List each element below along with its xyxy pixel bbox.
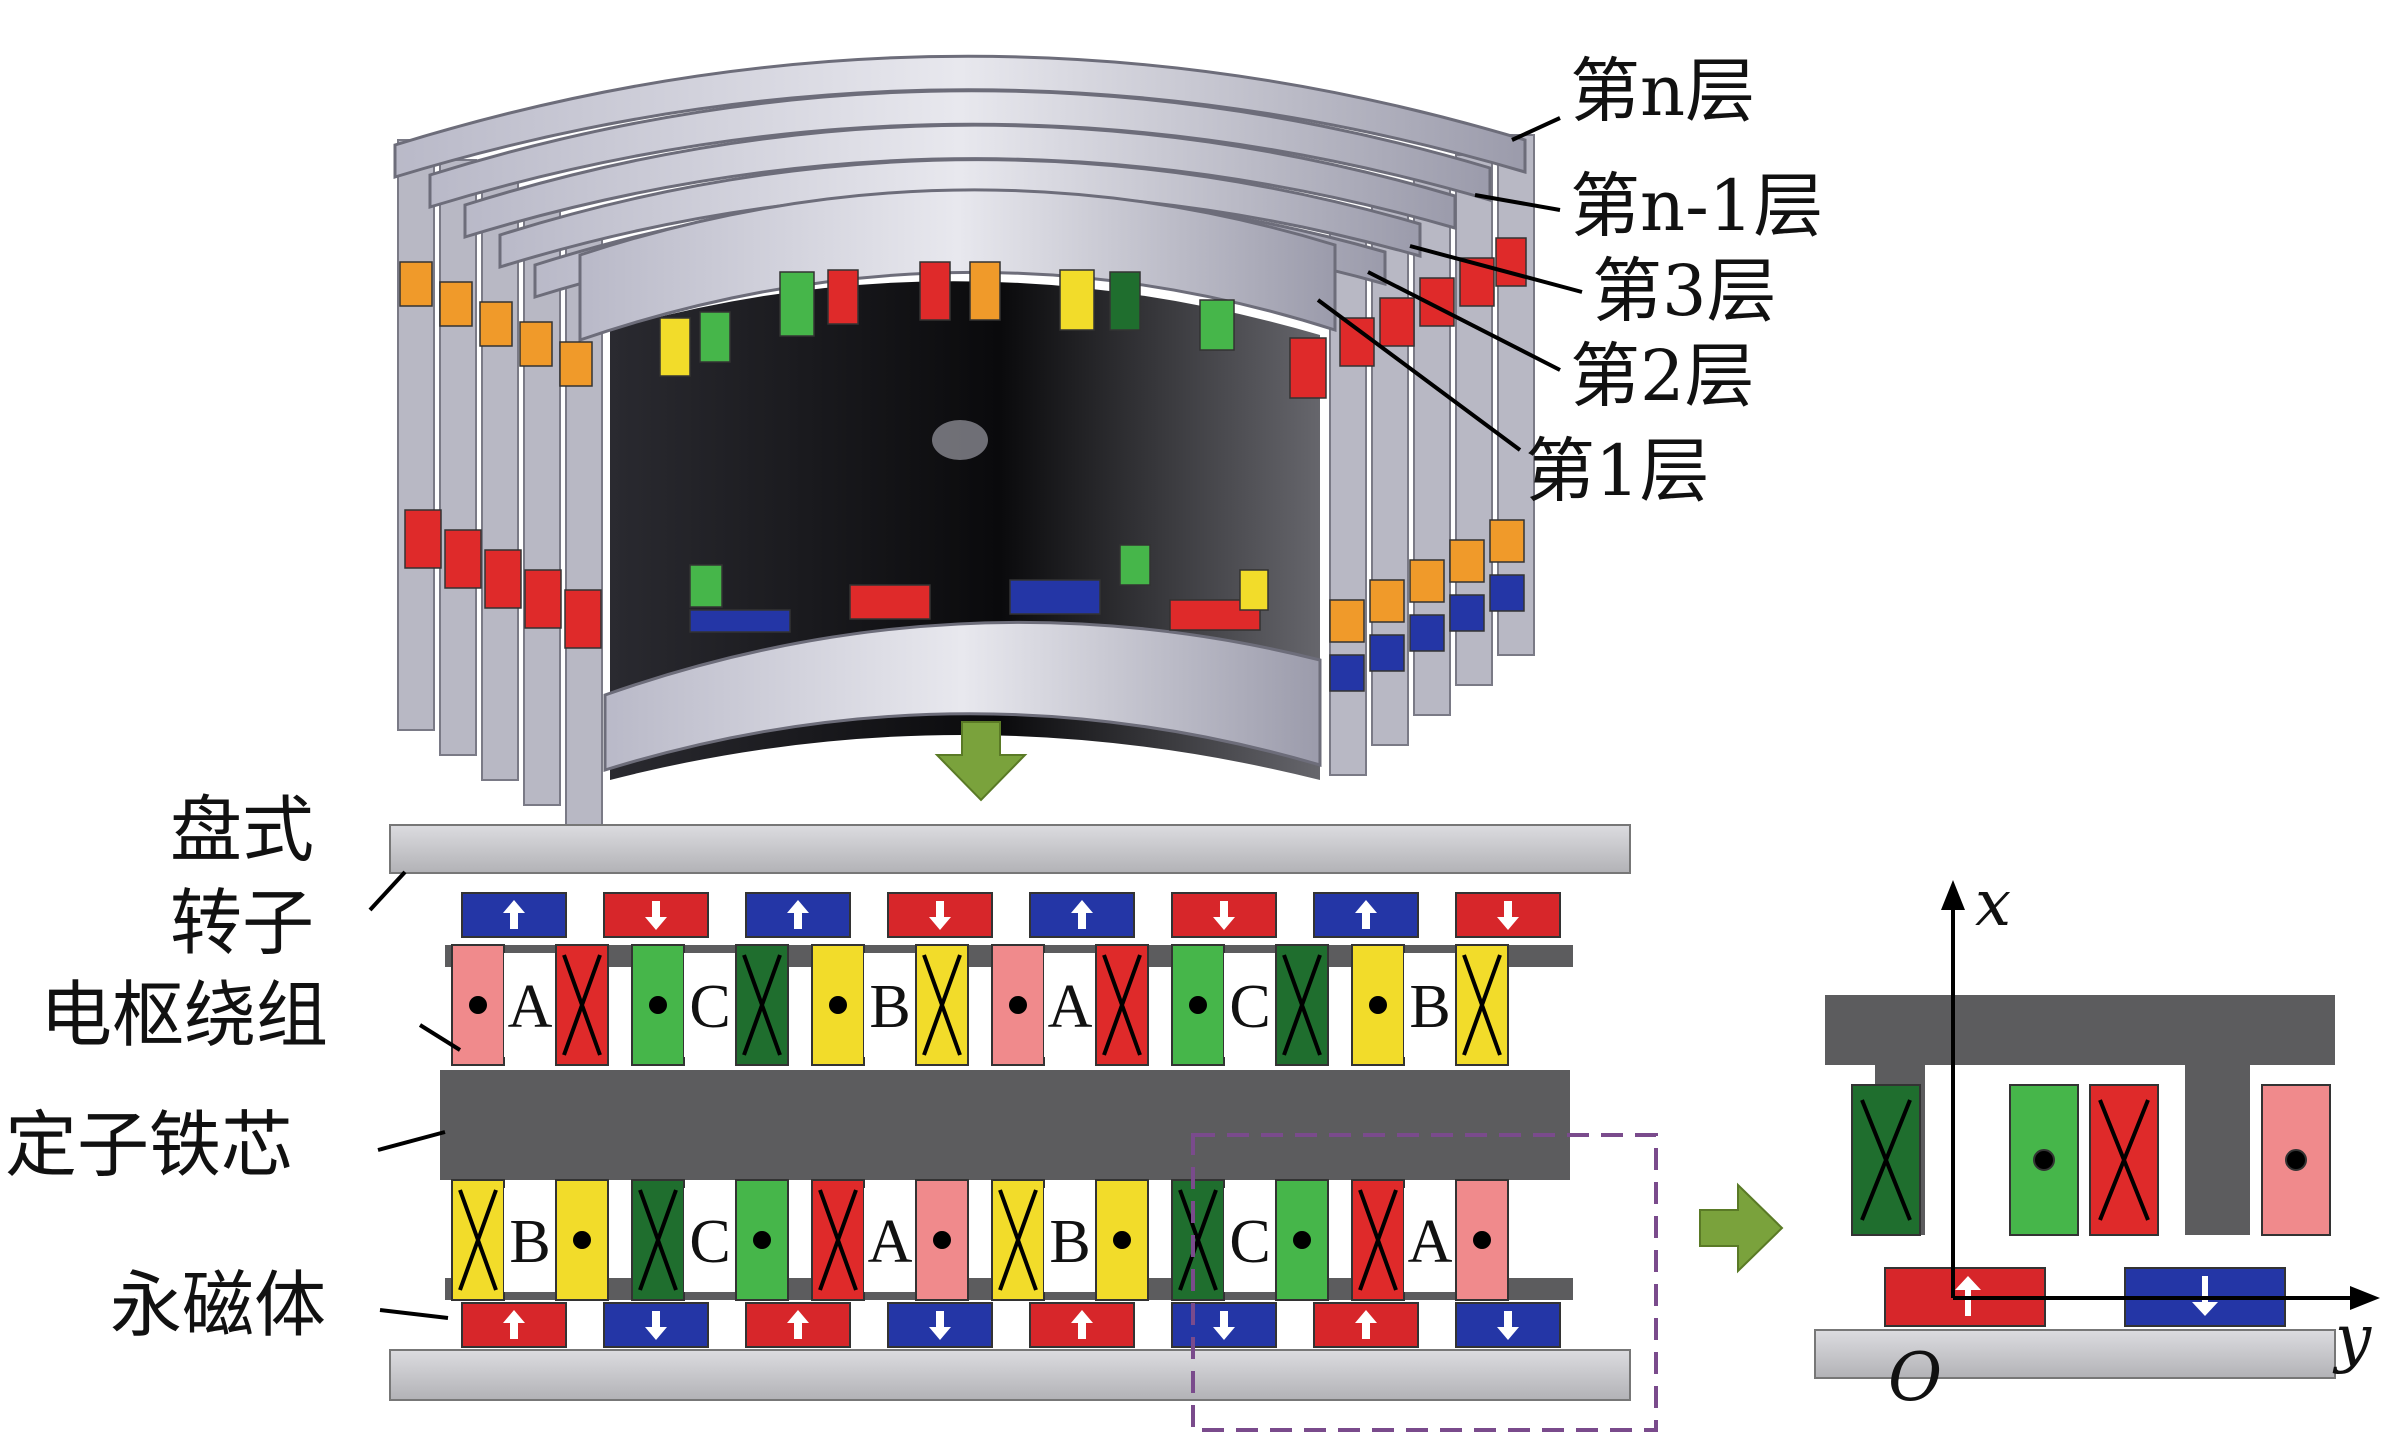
layer-n-label: 第n层 bbox=[1570, 50, 1755, 132]
layer-n-minus-1-label: 第n-1层 bbox=[1570, 165, 1823, 247]
top-coil-blocks bbox=[399, 237, 1527, 399]
coil-upperCoils-0: A bbox=[451, 944, 556, 1066]
upper-magnets bbox=[461, 892, 1561, 938]
coil-lowerCoils-2: C bbox=[631, 1179, 736, 1301]
layer-leaders bbox=[1316, 116, 1583, 452]
coil-letter: C bbox=[1229, 973, 1270, 1041]
coil-lowerCoils-6: B bbox=[991, 1179, 1096, 1301]
down-arrow bbox=[934, 721, 1028, 802]
rotor-plate-top bbox=[389, 824, 1631, 874]
coil-upperCoils-4: B bbox=[811, 944, 916, 1066]
coil-upperCoils-10: B bbox=[1351, 944, 1456, 1066]
coil-lowerCoils-10: A bbox=[1351, 1179, 1456, 1301]
y-axis-label: y bbox=[2332, 1302, 2372, 1376]
rotor-plate-bottom bbox=[389, 1349, 1631, 1401]
shaft-mark bbox=[932, 420, 988, 460]
detail-selection-box bbox=[1191, 1133, 1658, 1432]
magnet-lowerMagnets-5 bbox=[1171, 1302, 1277, 1348]
coil-letter: B bbox=[869, 973, 910, 1041]
detail-axes bbox=[1951, 905, 2355, 1300]
stator-core-bar bbox=[440, 1070, 1570, 1180]
coil-upperCoils-7 bbox=[1095, 944, 1149, 1066]
magnet-label: 永磁体 bbox=[110, 1263, 326, 1347]
x-axis-arrowhead bbox=[1941, 880, 1965, 910]
layer-2-label: 第2层 bbox=[1570, 335, 1755, 417]
detail-rotor-plate bbox=[1814, 1329, 2336, 1379]
arc-layers bbox=[393, 54, 1527, 343]
coil-lowerCoils-0: B bbox=[451, 1179, 556, 1301]
rotor-label-line1: 盘式 bbox=[170, 788, 314, 872]
bottom-arc-plate bbox=[603, 620, 1322, 773]
right-arrow bbox=[1699, 1182, 1784, 1274]
coil-lowerCoils-3 bbox=[735, 1179, 789, 1301]
coil-letter: A bbox=[508, 973, 553, 1041]
linear-section-view: A C B A C B B C A B C A 盘式 转子 电枢绕组 定子铁芯 永磁体 bbox=[5, 788, 1658, 1432]
cutaway-3d-view: 第n层 第n-1层 第3层 第2层 第1层 bbox=[393, 50, 1823, 831]
coil-lowerCoils-7 bbox=[1095, 1179, 1149, 1301]
bottom-coil-blocks bbox=[404, 509, 1525, 692]
magnet-upperMagnets-2 bbox=[745, 892, 851, 938]
detail-coil-dark-green bbox=[1851, 1084, 1921, 1236]
detail-view: x y O bbox=[1814, 867, 2380, 1416]
coil-upperCoils-2: C bbox=[631, 944, 736, 1066]
coil-upperCoils-1 bbox=[555, 944, 609, 1066]
coil-letter: A bbox=[1408, 1208, 1453, 1276]
magnet-lowerMagnets-0 bbox=[461, 1302, 567, 1348]
magnet-lowerMagnets-4 bbox=[1029, 1302, 1135, 1348]
section-leaders bbox=[368, 870, 462, 1320]
magnet-lowerMagnets-2 bbox=[745, 1302, 851, 1348]
magnet-lowerMagnets-7 bbox=[1455, 1302, 1561, 1348]
coil-letter: B bbox=[1049, 1208, 1090, 1276]
magnet-upperMagnets-3 bbox=[887, 892, 993, 938]
magnet-lowerMagnets-6 bbox=[1313, 1302, 1419, 1348]
y-axis-arrowhead bbox=[2350, 1286, 2380, 1310]
magnet-upperMagnets-0 bbox=[461, 892, 567, 938]
coil-letter: C bbox=[689, 973, 730, 1041]
coil-lowerCoils-4: A bbox=[811, 1179, 916, 1301]
coil-letter: B bbox=[1409, 973, 1450, 1041]
coil-letter: A bbox=[868, 1208, 913, 1276]
coil-upperCoils-5 bbox=[915, 944, 969, 1066]
stator-core-label: 定子铁芯 bbox=[5, 1103, 293, 1187]
layer-3-label: 第3层 bbox=[1592, 250, 1777, 332]
coil-letter: C bbox=[1229, 1208, 1270, 1276]
lower-magnets bbox=[461, 1302, 1561, 1348]
coil-letter: C bbox=[689, 1208, 730, 1276]
magnet-upperMagnets-6 bbox=[1313, 892, 1419, 938]
coil-upperCoils-11 bbox=[1455, 944, 1509, 1066]
magnet-upperMagnets-1 bbox=[603, 892, 709, 938]
coil-upperCoils-3 bbox=[735, 944, 789, 1066]
winding-label: 电枢绕组 bbox=[40, 973, 328, 1057]
origin-label: O bbox=[1888, 1339, 1942, 1416]
coil-upperCoils-9 bbox=[1275, 944, 1329, 1066]
coil-upperCoils-6: A bbox=[991, 944, 1096, 1066]
magnet-lowerMagnets-3 bbox=[887, 1302, 993, 1348]
x-axis-label: x bbox=[1975, 867, 2011, 941]
magnet-upperMagnets-5 bbox=[1171, 892, 1277, 938]
coil-letter: B bbox=[509, 1208, 550, 1276]
magnet-upperMagnets-7 bbox=[1455, 892, 1561, 938]
layer-1-label: 第1层 bbox=[1525, 430, 1710, 512]
coil-letter: A bbox=[1048, 973, 1093, 1041]
rotor-label-line2: 转子 bbox=[170, 881, 314, 965]
coil-lowerCoils-1 bbox=[555, 1179, 609, 1301]
magnet-upperMagnets-4 bbox=[1029, 892, 1135, 938]
coil-lowerCoils-9 bbox=[1275, 1179, 1329, 1301]
magnet-lowerMagnets-1 bbox=[603, 1302, 709, 1348]
coil-lowerCoils-8: C bbox=[1171, 1179, 1276, 1301]
layer-labels: 第n层 第n-1层 第3层 第2层 第1层 bbox=[1525, 50, 1823, 512]
coil-lowerCoils-11 bbox=[1455, 1179, 1509, 1301]
coil-lowerCoils-5 bbox=[915, 1179, 969, 1301]
detail-coils bbox=[1851, 1084, 2331, 1236]
coil-upperCoils-8: C bbox=[1171, 944, 1276, 1066]
